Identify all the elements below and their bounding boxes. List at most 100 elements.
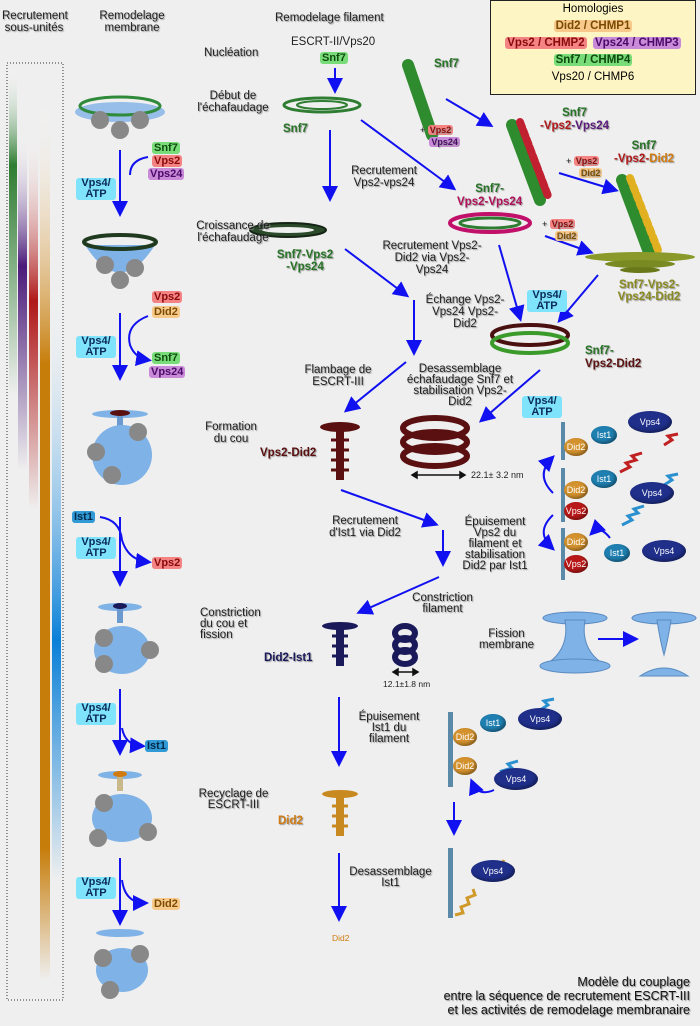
snf7-vps2-vps24-rod (506, 118, 552, 206)
caption-line: entre la séquence de recrutement ESCRT-I… (443, 989, 690, 1003)
vps4-protein: Vps4 (494, 768, 538, 790)
caption-line: Modèle du couplage (577, 975, 690, 989)
did2-ist1-label: Did2-Ist1 (264, 652, 313, 664)
vps4-atp-label: Vps4/ ATP (527, 290, 567, 312)
measure-arrow-2 (391, 667, 420, 677)
did2-bar (40, 100, 50, 980)
fission-separated (631, 611, 697, 677)
snf7-vps2-vps24-ring-label: Snf7-Vps2-Vps24 (457, 183, 522, 209)
chip-ist1: Ist1 (72, 511, 95, 523)
homology-vps24: Vps24 / CHMP3 (592, 37, 681, 49)
chip-vps2: Vps2 (152, 557, 183, 569)
vps2-did2-neck (320, 422, 360, 480)
plus-sign: + (566, 156, 574, 166)
snf7-vps2-vps24-label: Snf7-Vps2 -Vps24 (276, 249, 334, 273)
chip-did2: Did2 (554, 231, 579, 241)
snf7-rod-label: Snf7 (434, 58, 459, 70)
vps4-protein: Vps4 (642, 540, 686, 562)
rod-label-part: -Vps2 (540, 120, 572, 132)
ist1-depletion-label: Épuisement Ist1 du filament (358, 711, 420, 745)
chip-vps2: Vps2 (152, 155, 183, 167)
ist1-protein: Ist1 (591, 470, 617, 488)
snf7-vps2-vps24-did2-ring (585, 252, 695, 273)
vps24-bar (18, 130, 27, 470)
vps4-atp-label: Vps4/ ATP (76, 537, 116, 559)
recruitment-box (6, 62, 64, 1001)
did2-protein: Did2 (453, 757, 477, 775)
neck-constriction-label: Constriction du cou et fission (200, 607, 261, 641)
vps2-protein: Vps2 (564, 502, 588, 520)
snf7-ring (282, 96, 362, 114)
vps2-protein: Vps2 (564, 555, 588, 573)
released-vesicle (96, 929, 144, 937)
chip-snf7: Snf7 (152, 142, 180, 154)
vps4-protein: Vps4 (471, 860, 515, 882)
chip-vps2: Vps2 (573, 156, 600, 166)
plus-sign: + (420, 125, 428, 135)
membrane-cell-5 (89, 771, 157, 847)
membrane-cell-4 (94, 603, 159, 674)
did2-recycling-neck (322, 790, 358, 836)
ist1-disassembly-label: Desassemblage Ist1 (349, 866, 432, 889)
snf7-vps2-did2-helix (490, 323, 570, 355)
chip-did2: Did2 (152, 306, 180, 318)
ring-label-part: Vps2-Vps24 (457, 196, 523, 208)
header-membrane-remodeling: Remodelage membrane (99, 10, 165, 34)
vps4-protein: Vps4 (518, 708, 562, 730)
membrane-cell-1 (75, 95, 165, 139)
did2-ist1-neck (322, 622, 358, 666)
did2-small-label: Did2 (332, 933, 350, 943)
vps4-atp-label: Vps4/ ATP (522, 396, 562, 418)
homology-did2: Did2 / CHMP1 (553, 20, 633, 32)
homology-vps2: Vps2 / CHMP2 (505, 37, 587, 49)
did2-protein: Did2 (564, 533, 588, 551)
membrane-arrows (99, 150, 152, 926)
vps4-atp-label: Vps4/ ATP (76, 877, 116, 899)
homology-vps20: Vps20 / CHMP6 (551, 71, 635, 83)
scaffold-growth-label: Croissance de l'échafaudage (196, 220, 270, 244)
disassembly-label: Desassemblage échafaudage Snf7 et stabil… (406, 363, 514, 408)
chip-snf7: Snf7 (152, 352, 180, 364)
chip-ist1: Ist1 (145, 740, 168, 752)
recruit-ist1-label: Recrutement d'Ist1 via Did2 (329, 515, 401, 539)
snf7-vps2-vps24-ring (448, 212, 532, 234)
chip-vps2: Vps2 (549, 219, 576, 229)
ring-label-part: Snf7- (475, 183, 504, 195)
homologies-box: Homologies Did2 / CHMP1 Vps2 / CHMP2 Vps… (490, 0, 696, 95)
membrane-cell-2 (82, 233, 158, 289)
homology-snf7: Snf7 / CHMP4 (553, 54, 633, 66)
snf7-rod (402, 59, 438, 141)
rod-label-part: Snf7 (631, 140, 657, 152)
chip-snf7: Snf7 (320, 52, 348, 64)
nucleation-label: Nucléation (204, 47, 259, 59)
measure-12nm: 12.1±1.8 nm (383, 679, 431, 689)
vps4-atp-label: Vps4/ ATP (76, 178, 116, 200)
vps4-atp-label: Vps4/ ATP (76, 703, 116, 725)
chip-did2: Did2 (152, 898, 180, 910)
snf7-vps2-vps24-did2-label: Snf7-Vps2- Vps24-Did2 (617, 279, 681, 303)
snf7-vps2-did2-helix-label: Snf7-Vps2-Did2 (585, 345, 641, 371)
chip-vps24: Vps24 (149, 366, 186, 378)
chip-vps2: Vps2 (152, 291, 183, 303)
helix-label-part: Snf7- (585, 345, 614, 357)
vps2-bar (29, 130, 38, 510)
did2-protein: Did2 (564, 481, 588, 499)
measure-arrow-1 (410, 470, 467, 480)
rod-label-part: Snf7 (562, 107, 587, 119)
snf7-ring-label: Snf7 (283, 123, 308, 135)
vps4-atp-label: Vps4/ ATP (76, 336, 116, 358)
exchange-label: Échange Vps2-Vps24 Vps2-Did2 (425, 294, 505, 330)
chip-did2: Did2 (578, 168, 603, 178)
homologies-title: Homologies (562, 3, 624, 15)
ist1-protein: Ist1 (480, 714, 506, 732)
membrane-cell-6 (94, 945, 149, 999)
vps4-protein: Vps4 (630, 482, 674, 504)
ist1-bar (52, 280, 61, 880)
helix-label-part: Vps2-Did2 (585, 358, 642, 370)
did2-protein: Did2 (453, 728, 477, 746)
did2-label: Did2 (278, 815, 303, 827)
